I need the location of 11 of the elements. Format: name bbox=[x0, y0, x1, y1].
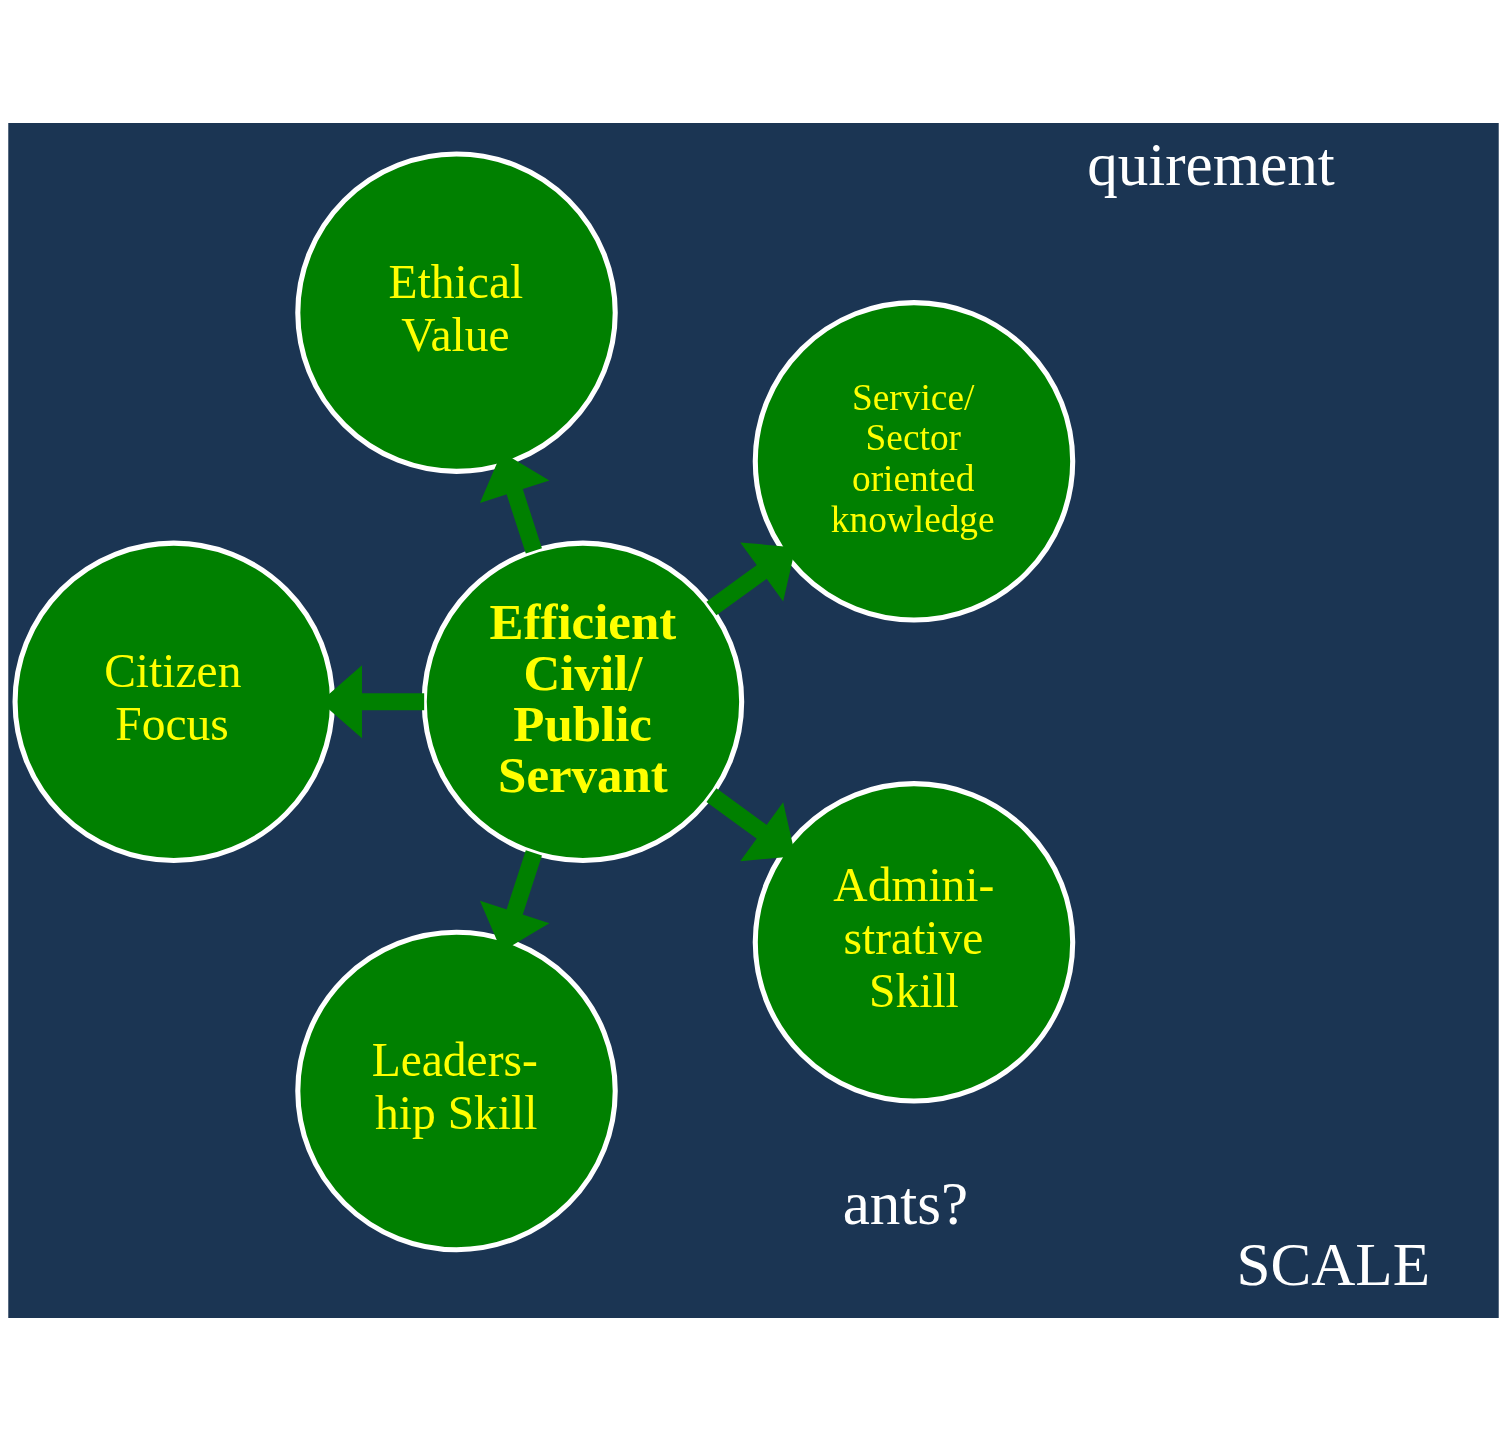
label: ants? bbox=[842, 1169, 969, 1237]
node-circle: Leaders- hip Skill bbox=[295, 929, 618, 1252]
node-circle: Admini- strative Skill bbox=[752, 780, 1076, 1104]
label: SCALE bbox=[1236, 1230, 1430, 1298]
arrow bbox=[706, 541, 796, 615]
node-circle: Citizen Focus bbox=[12, 540, 336, 863]
arrow bbox=[706, 787, 796, 861]
node-circle: Ethical Value bbox=[295, 150, 618, 474]
node-circle: Service/ Sector oriented knowledge bbox=[752, 299, 1076, 623]
label: quirement bbox=[1087, 130, 1335, 198]
node-circle: Efficient Civil/ Public Servant bbox=[421, 540, 745, 863]
